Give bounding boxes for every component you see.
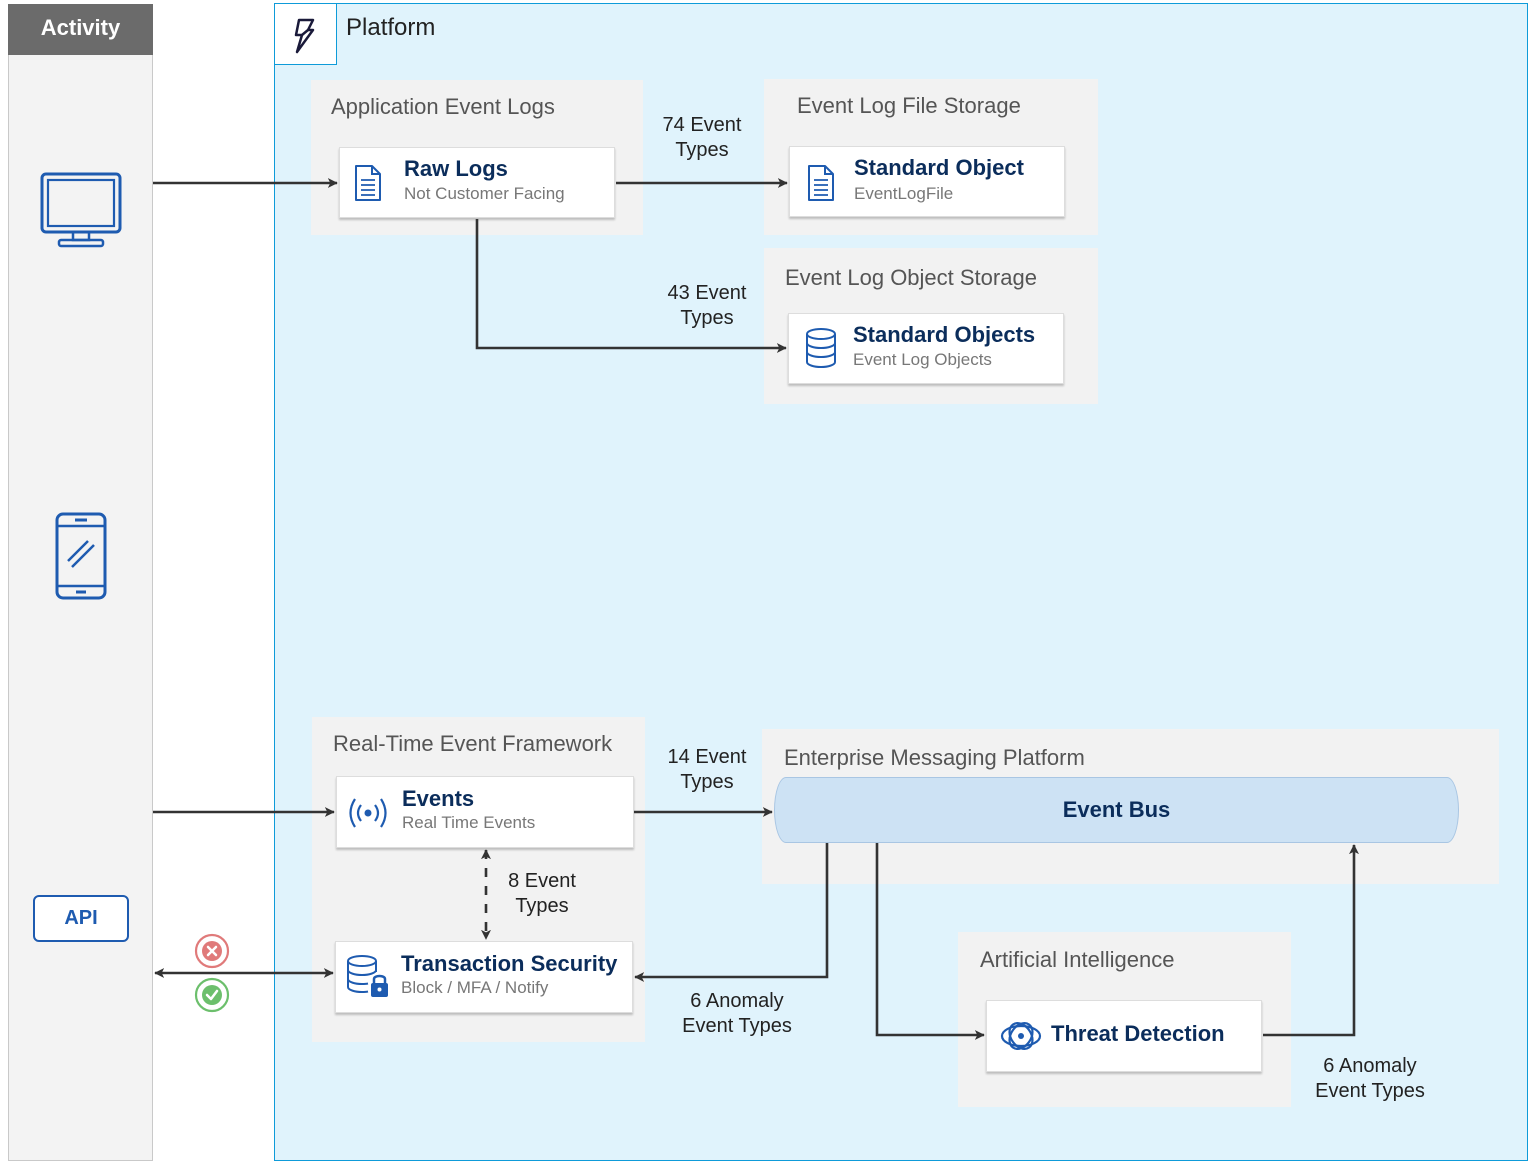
- error-x-circle-icon: [194, 933, 230, 969]
- raw-logs-subtitle: Not Customer Facing: [404, 184, 565, 203]
- edge-label-events-transaction: 8 Event Types: [492, 869, 592, 919]
- threat-brain-icon: [1000, 1022, 1042, 1050]
- edge-label-line: 6 Anomaly: [690, 990, 784, 1012]
- group-title: Artificial Intelligence: [980, 947, 1175, 972]
- edge-label-line: Types: [675, 139, 729, 161]
- group-title: Application Event Logs: [331, 94, 555, 119]
- raw-logs-title: Raw Logs: [404, 156, 508, 181]
- document-icon: [808, 165, 834, 201]
- edge-label-events-to-bus: 14 Event Types: [657, 745, 757, 795]
- desktop-monitor-icon: [40, 172, 122, 248]
- standard-object-subtitle: EventLogFile: [854, 184, 954, 203]
- edge-label-line: 8 Event: [508, 870, 576, 892]
- standard-objects-card[interactable]: Standard Objects Event Log Objects: [788, 313, 1064, 384]
- edge-label-line: 14 Event: [667, 746, 747, 768]
- database-icon: [806, 328, 836, 369]
- events-title: Events: [402, 786, 475, 811]
- group-title: Enterprise Messaging Platform: [784, 745, 1085, 770]
- edge-label-line: Types: [515, 895, 569, 917]
- transaction-security-title: Transaction Security: [401, 951, 618, 976]
- standard-object-title: Standard Object: [854, 155, 1024, 180]
- threat-detection-title: Threat Detection: [1051, 1021, 1225, 1046]
- event-bus-to-transaction-security-arrow: [634, 843, 829, 982]
- events-subtitle: Real Time Events: [402, 813, 536, 832]
- api-button[interactable]: API: [33, 895, 129, 942]
- broadcast-signal-icon: [349, 798, 387, 828]
- activity-column: [8, 4, 153, 1161]
- transaction-security-card[interactable]: Transaction Security Block / MFA / Notif…: [335, 941, 633, 1013]
- raw-logs-card[interactable]: Raw Logs Not Customer Facing: [339, 147, 615, 218]
- edge-label-line: Event Types: [682, 1015, 792, 1037]
- edge-label-raw-to-objects: 43 Event Types: [657, 281, 757, 331]
- lightning-bolt-icon: [294, 18, 315, 54]
- group-title: Real-Time Event Framework: [333, 731, 613, 756]
- raw-logs-to-standard-objects-arrow: [475, 219, 787, 353]
- edge-label-line: 6 Anomaly: [1323, 1055, 1417, 1077]
- threat-detection-card[interactable]: Threat Detection: [986, 1000, 1262, 1072]
- edge-label-line: 43 Event: [667, 282, 747, 304]
- event-bus-to-threat-detection-arrow: [875, 843, 985, 1040]
- platform-title: Platform: [346, 14, 436, 41]
- success-check-circle-icon: [194, 977, 230, 1013]
- standard-objects-title: Standard Objects: [853, 322, 1036, 347]
- platform-icon-box: [274, 3, 337, 65]
- events-card[interactable]: Events Real Time Events: [336, 776, 634, 848]
- edge-label-line: Types: [680, 771, 734, 793]
- event-bus-label: Event Bus: [1062, 797, 1171, 822]
- standard-objects-subtitle: Event Log Objects: [853, 350, 992, 369]
- edge-label-line: Event Types: [1315, 1080, 1425, 1102]
- edge-label-threat-to-bus: 6 Anomaly Event Types: [1300, 1054, 1440, 1104]
- standard-object-card[interactable]: Standard Object EventLogFile: [789, 146, 1065, 217]
- edge-label-bus-to-transaction: 6 Anomaly Event Types: [667, 989, 807, 1039]
- transaction-security-subtitle: Block / MFA / Notify: [401, 978, 549, 997]
- threat-detection-to-event-bus-arrow: [1263, 844, 1359, 1037]
- edge-label-raw-to-file: 74 Event Types: [652, 113, 752, 163]
- edge-label-line: 74 Event: [662, 114, 742, 136]
- mobile-phone-icon: [55, 512, 107, 600]
- group-title: Event Log File Storage: [797, 93, 1021, 118]
- database-lock-icon: [347, 955, 388, 997]
- group-title: Event Log Object Storage: [785, 265, 1037, 290]
- edge-label-line: Types: [680, 307, 734, 329]
- activity-header: Activity: [8, 4, 153, 55]
- document-icon: [355, 165, 381, 201]
- event-bus[interactable]: [774, 777, 1459, 843]
